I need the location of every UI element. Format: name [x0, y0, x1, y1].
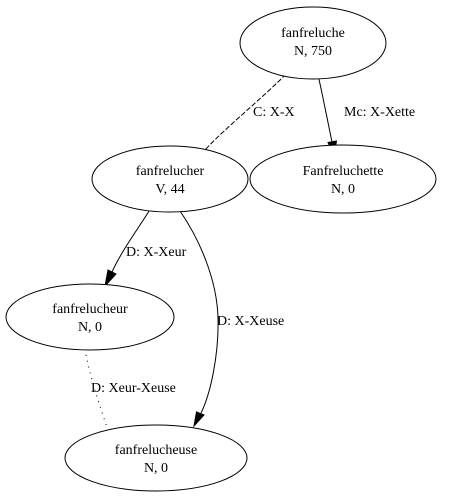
node-fanfrelucheuse-word: fanfrelucheuse [115, 443, 197, 458]
node-fanfrelucheuse-info: N, 0 [144, 461, 168, 476]
node-fanfreluche: fanfreluche N, 750 [239, 6, 387, 80]
edge-label-d-x-xeuse: D: X-Xeuse [217, 314, 284, 329]
node-fanfreluchette-info: N, 0 [331, 182, 355, 197]
node-fanfrelucheur-info: N, 0 [78, 320, 102, 335]
node-fanfrelucheur-word: fanfrelucheur [52, 302, 128, 317]
edge-label-d-xeur-xeuse: D: Xeur-Xeuse [91, 381, 176, 396]
node-fanfrelucher-info: V, 44 [155, 182, 184, 197]
edge-fanfrelucher-fanfrelucheur: D: X-Xeur [104, 210, 187, 288]
edge-fanfrelucheur-fanfrelucheuse: D: Xeur-Xeuse [84, 348, 176, 431]
node-fanfrelucheur: fanfrelucheur N, 0 [5, 283, 175, 351]
node-fanfreluchette: Fanfreluchette N, 0 [249, 144, 437, 214]
edge-label-c-x-x: C: X-X [253, 105, 295, 120]
node-fanfreluchette-word: Fanfreluchette [303, 164, 384, 179]
node-fanfrelucher-word: fanfrelucher [136, 164, 205, 179]
node-fanfreluche-word: fanfreluche [281, 26, 345, 41]
edge-fanfreluche-fanfreluchette: Mc: X-Xette [317, 74, 415, 157]
edge-fanfrelucher-fanfrelucheuse: D: X-Xeuse [179, 210, 284, 428]
node-fanfreluche-info: N, 750 [294, 44, 332, 59]
edge-label-mc-x-xette: Mc: X-Xette [344, 105, 415, 120]
node-fanfrelucheuse: fanfrelucheuse N, 0 [64, 424, 248, 492]
node-fanfrelucher: fanfrelucher V, 44 [91, 145, 249, 213]
edge-fanfreluche-fanfrelucher: C: X-X [204, 73, 295, 151]
edge-label-d-x-xeur: D: X-Xeur [126, 245, 187, 260]
